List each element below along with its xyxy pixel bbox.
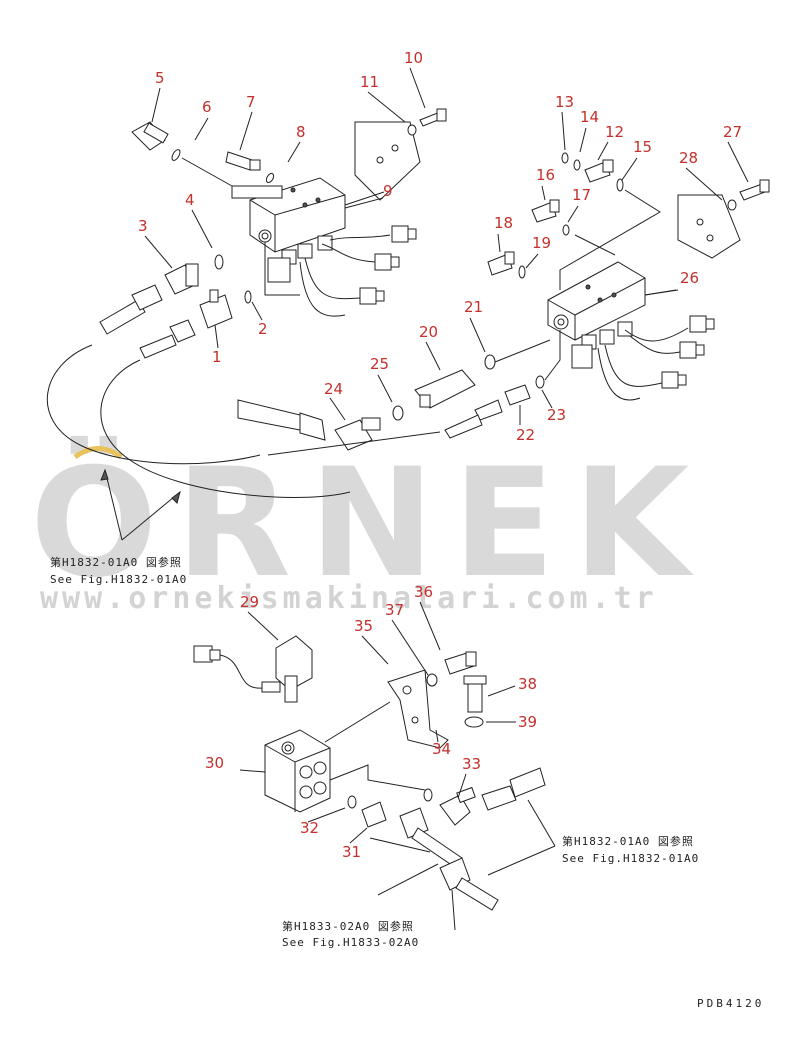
- callout-20: 20: [419, 323, 438, 341]
- callout-34: 34: [432, 740, 451, 758]
- callout-15: 15: [633, 138, 652, 156]
- callout-37: 37: [385, 601, 404, 619]
- callout-29: 29: [240, 593, 259, 611]
- callout-30: 30: [205, 754, 224, 772]
- callout-3: 3: [138, 217, 148, 235]
- callout-23: 23: [547, 406, 566, 424]
- callout-22: 22: [516, 426, 535, 444]
- callout-24: 24: [324, 380, 343, 398]
- callout-8: 8: [296, 123, 306, 141]
- callout-16: 16: [536, 166, 555, 184]
- watermark-url: www.ornekismakinalari.com.tr: [40, 581, 658, 616]
- callout-25: 25: [370, 355, 389, 373]
- callout-13: 13: [555, 93, 574, 111]
- callout-17: 17: [572, 186, 591, 204]
- fittings-upper-left: [46, 108, 447, 498]
- valve-assembly-right: [487, 152, 770, 401]
- callout-5: 5: [155, 69, 165, 87]
- callout-19: 19: [532, 234, 551, 252]
- callout-11: 11: [360, 73, 379, 91]
- reference-3-jp: 第H1833-02A0 図参照: [282, 919, 414, 933]
- callout-21: 21: [464, 298, 483, 316]
- callout-10: 10: [404, 49, 423, 67]
- callout-numbers: 1 2 3 4 5 6 7 8 9 10 11 12 13 14 15 16 1…: [138, 49, 742, 861]
- callout-12: 12: [605, 123, 624, 141]
- callout-33: 33: [462, 755, 481, 773]
- callout-14: 14: [580, 108, 599, 126]
- reference-1-en: See Fig.H1832-01A0: [50, 573, 187, 586]
- callout-18: 18: [494, 214, 513, 232]
- reference-2-jp: 第H1832-01A0 図参照: [562, 834, 694, 848]
- callout-9: 9: [383, 182, 393, 200]
- solenoid-assembly-lower: [193, 635, 556, 931]
- watermark-brand: ÖRNEK: [30, 435, 707, 611]
- watermark: ÖRNEK www.ornekismakinalari.com.tr: [30, 435, 707, 616]
- figure-references: 第H1832-01A0 図参照 See Fig.H1832-01A0 第H183…: [50, 555, 699, 949]
- fittings-middle: [237, 339, 551, 456]
- reference-3-en: See Fig.H1833-02A0: [282, 936, 419, 949]
- callout-2: 2: [258, 320, 268, 338]
- callout-36: 36: [414, 583, 433, 601]
- callout-27: 27: [723, 123, 742, 141]
- reference-1-jp: 第H1832-01A0 図参照: [50, 555, 182, 569]
- reference-2-en: See Fig.H1832-01A0: [562, 852, 699, 865]
- callout-7: 7: [246, 93, 256, 111]
- callout-35: 35: [354, 617, 373, 635]
- callout-leaders: [144, 67, 749, 844]
- callout-31: 31: [342, 843, 361, 861]
- callout-38: 38: [518, 675, 537, 693]
- callout-1: 1: [212, 348, 222, 366]
- callout-39: 39: [518, 713, 537, 731]
- callout-28: 28: [679, 149, 698, 167]
- callout-26: 26: [680, 269, 699, 287]
- callout-6: 6: [202, 98, 212, 116]
- callout-32: 32: [300, 819, 319, 837]
- watermark-umlaut-icon: [73, 446, 123, 460]
- valve-assembly-left: [231, 121, 421, 317]
- reference-leaders: [100, 468, 181, 541]
- callout-4: 4: [185, 191, 195, 209]
- drawing-code: PDB4120: [697, 997, 764, 1010]
